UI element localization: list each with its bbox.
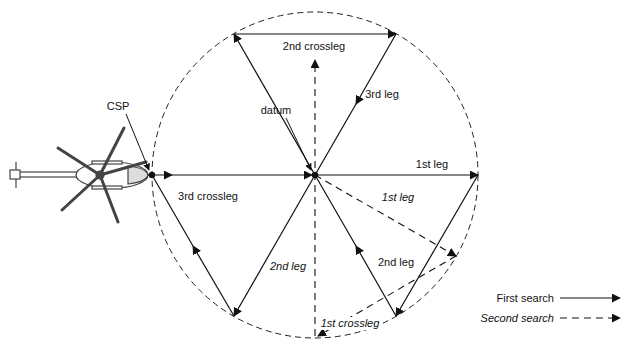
leg-label: 3rd leg — [364, 88, 400, 101]
rotor-blade — [62, 175, 100, 210]
tail-fin — [10, 170, 20, 179]
skid — [92, 186, 122, 189]
leg-label: 1st leg — [381, 191, 415, 204]
dashed-first-crossleg — [318, 256, 456, 336]
legend-text: Second search — [480, 312, 555, 325]
first-leg — [315, 174, 478, 175]
main-rotor — [58, 128, 146, 222]
leg-label: 1st leg — [415, 158, 449, 171]
second-search-track — [315, 60, 456, 336]
third-leg-out — [234, 175, 315, 316]
legend-solid-sample — [560, 297, 620, 298]
datum-point — [312, 172, 318, 178]
rotor-blade — [58, 148, 100, 175]
cockpit — [128, 166, 148, 184]
track-segment — [152, 174, 312, 175]
rotor-blade — [100, 162, 146, 175]
leg-label: 2nd crossleg — [282, 40, 346, 53]
rotor-hub — [96, 171, 104, 179]
second-crossleg — [234, 33, 396, 34]
leg-label: 1st crossleg — [320, 317, 381, 330]
helicopter — [10, 128, 148, 222]
dashed-first-leg — [315, 175, 456, 256]
tail-boom — [12, 172, 78, 177]
leader-line — [126, 114, 149, 170]
leg-label: 2nd leg — [377, 256, 415, 269]
leader-line — [286, 118, 311, 170]
leg-label: 3rd crossleg — [177, 190, 239, 203]
point-label: CSP — [106, 100, 131, 113]
leg-label: 2nd leg — [269, 260, 307, 273]
third-leg — [315, 34, 396, 175]
search-area-circle — [152, 12, 478, 338]
legend-text: First search — [496, 292, 555, 305]
legend-dashed-sample — [560, 317, 620, 318]
point-label: datum — [260, 104, 293, 117]
second-leg-out — [234, 34, 315, 175]
rotor-blade — [100, 175, 118, 222]
dashed-second-leg — [314, 60, 315, 336]
csp-point — [149, 172, 155, 178]
